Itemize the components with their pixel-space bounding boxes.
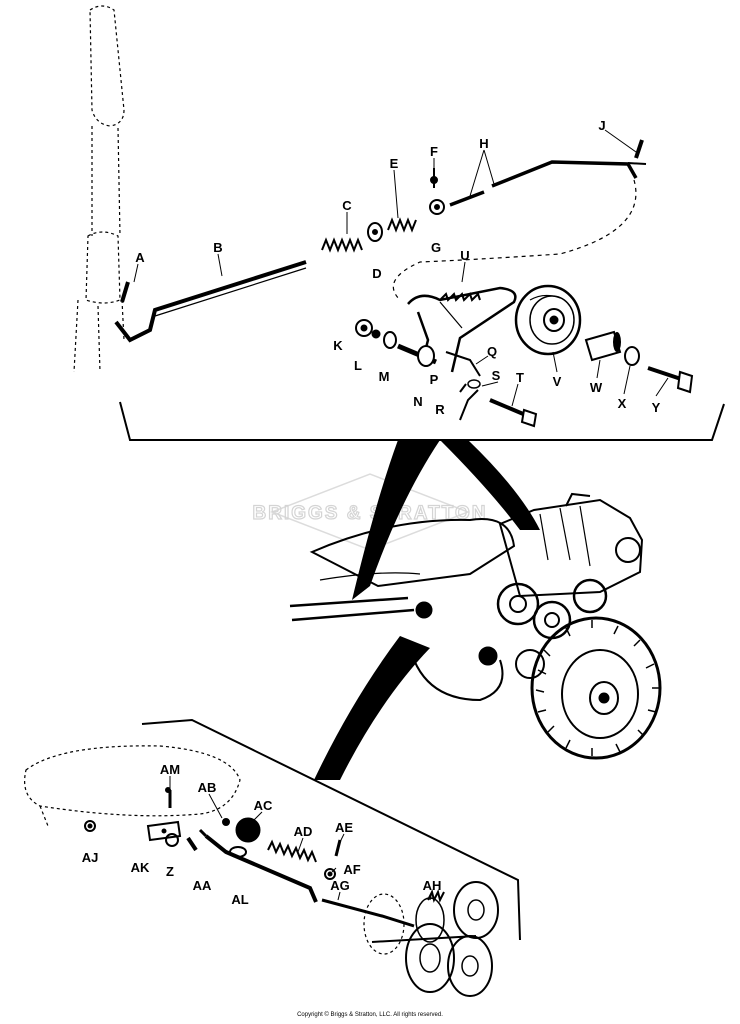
callout-Y: Y bbox=[652, 400, 661, 415]
leader-lines bbox=[133, 129, 669, 901]
copyright-notice: Copyright © Briggs & Stratton, LLC. All … bbox=[297, 1012, 443, 1018]
callout-Z: Z bbox=[166, 864, 174, 879]
callout-B: B bbox=[213, 240, 222, 255]
callout-AL: AL bbox=[231, 892, 248, 907]
callout-AJ: AJ bbox=[82, 850, 99, 865]
bottom-panel bbox=[24, 718, 521, 997]
watermark-logo: BRIGGS & STRATTON bbox=[252, 473, 488, 551]
watermark-text: BRIGGS & STRATTON bbox=[253, 503, 488, 524]
callout-U: U bbox=[460, 248, 469, 263]
callout-H: H bbox=[479, 136, 488, 151]
callout-D: D bbox=[372, 266, 381, 281]
callout-N: N bbox=[413, 394, 422, 409]
callout-AC: AC bbox=[254, 798, 273, 813]
callout-L: L bbox=[354, 358, 362, 373]
callout-AK: AK bbox=[131, 860, 150, 875]
callout-AA: AA bbox=[193, 878, 212, 893]
top-panel bbox=[73, 5, 725, 441]
callout-T: T bbox=[516, 370, 524, 385]
callout-labels: A B C D E F G H J K L M N P Q R S T U V … bbox=[82, 118, 661, 907]
center-machine bbox=[289, 440, 662, 780]
callout-AF: AF bbox=[343, 862, 360, 877]
callout-AM: AM bbox=[160, 762, 180, 777]
callout-V: V bbox=[553, 374, 562, 389]
callout-X: X bbox=[618, 396, 627, 411]
callout-G: G bbox=[431, 240, 441, 255]
callout-A: A bbox=[135, 250, 145, 265]
callout-K: K bbox=[333, 338, 343, 353]
callout-AE: AE bbox=[335, 820, 353, 835]
callout-P: P bbox=[430, 372, 439, 387]
callout-S: S bbox=[492, 368, 501, 383]
callout-F: F bbox=[430, 144, 438, 159]
callout-AH: AH bbox=[423, 878, 442, 893]
callout-R: R bbox=[435, 402, 445, 417]
callout-W: W bbox=[590, 380, 603, 395]
callout-AD: AD bbox=[294, 824, 313, 839]
callout-J: J bbox=[598, 118, 605, 133]
callout-C: C bbox=[342, 198, 352, 213]
callout-AG: AG bbox=[330, 878, 350, 893]
callout-M: M bbox=[379, 369, 390, 384]
callout-E: E bbox=[390, 156, 399, 171]
callout-Q: Q bbox=[487, 344, 497, 359]
callout-AB: AB bbox=[198, 780, 217, 795]
